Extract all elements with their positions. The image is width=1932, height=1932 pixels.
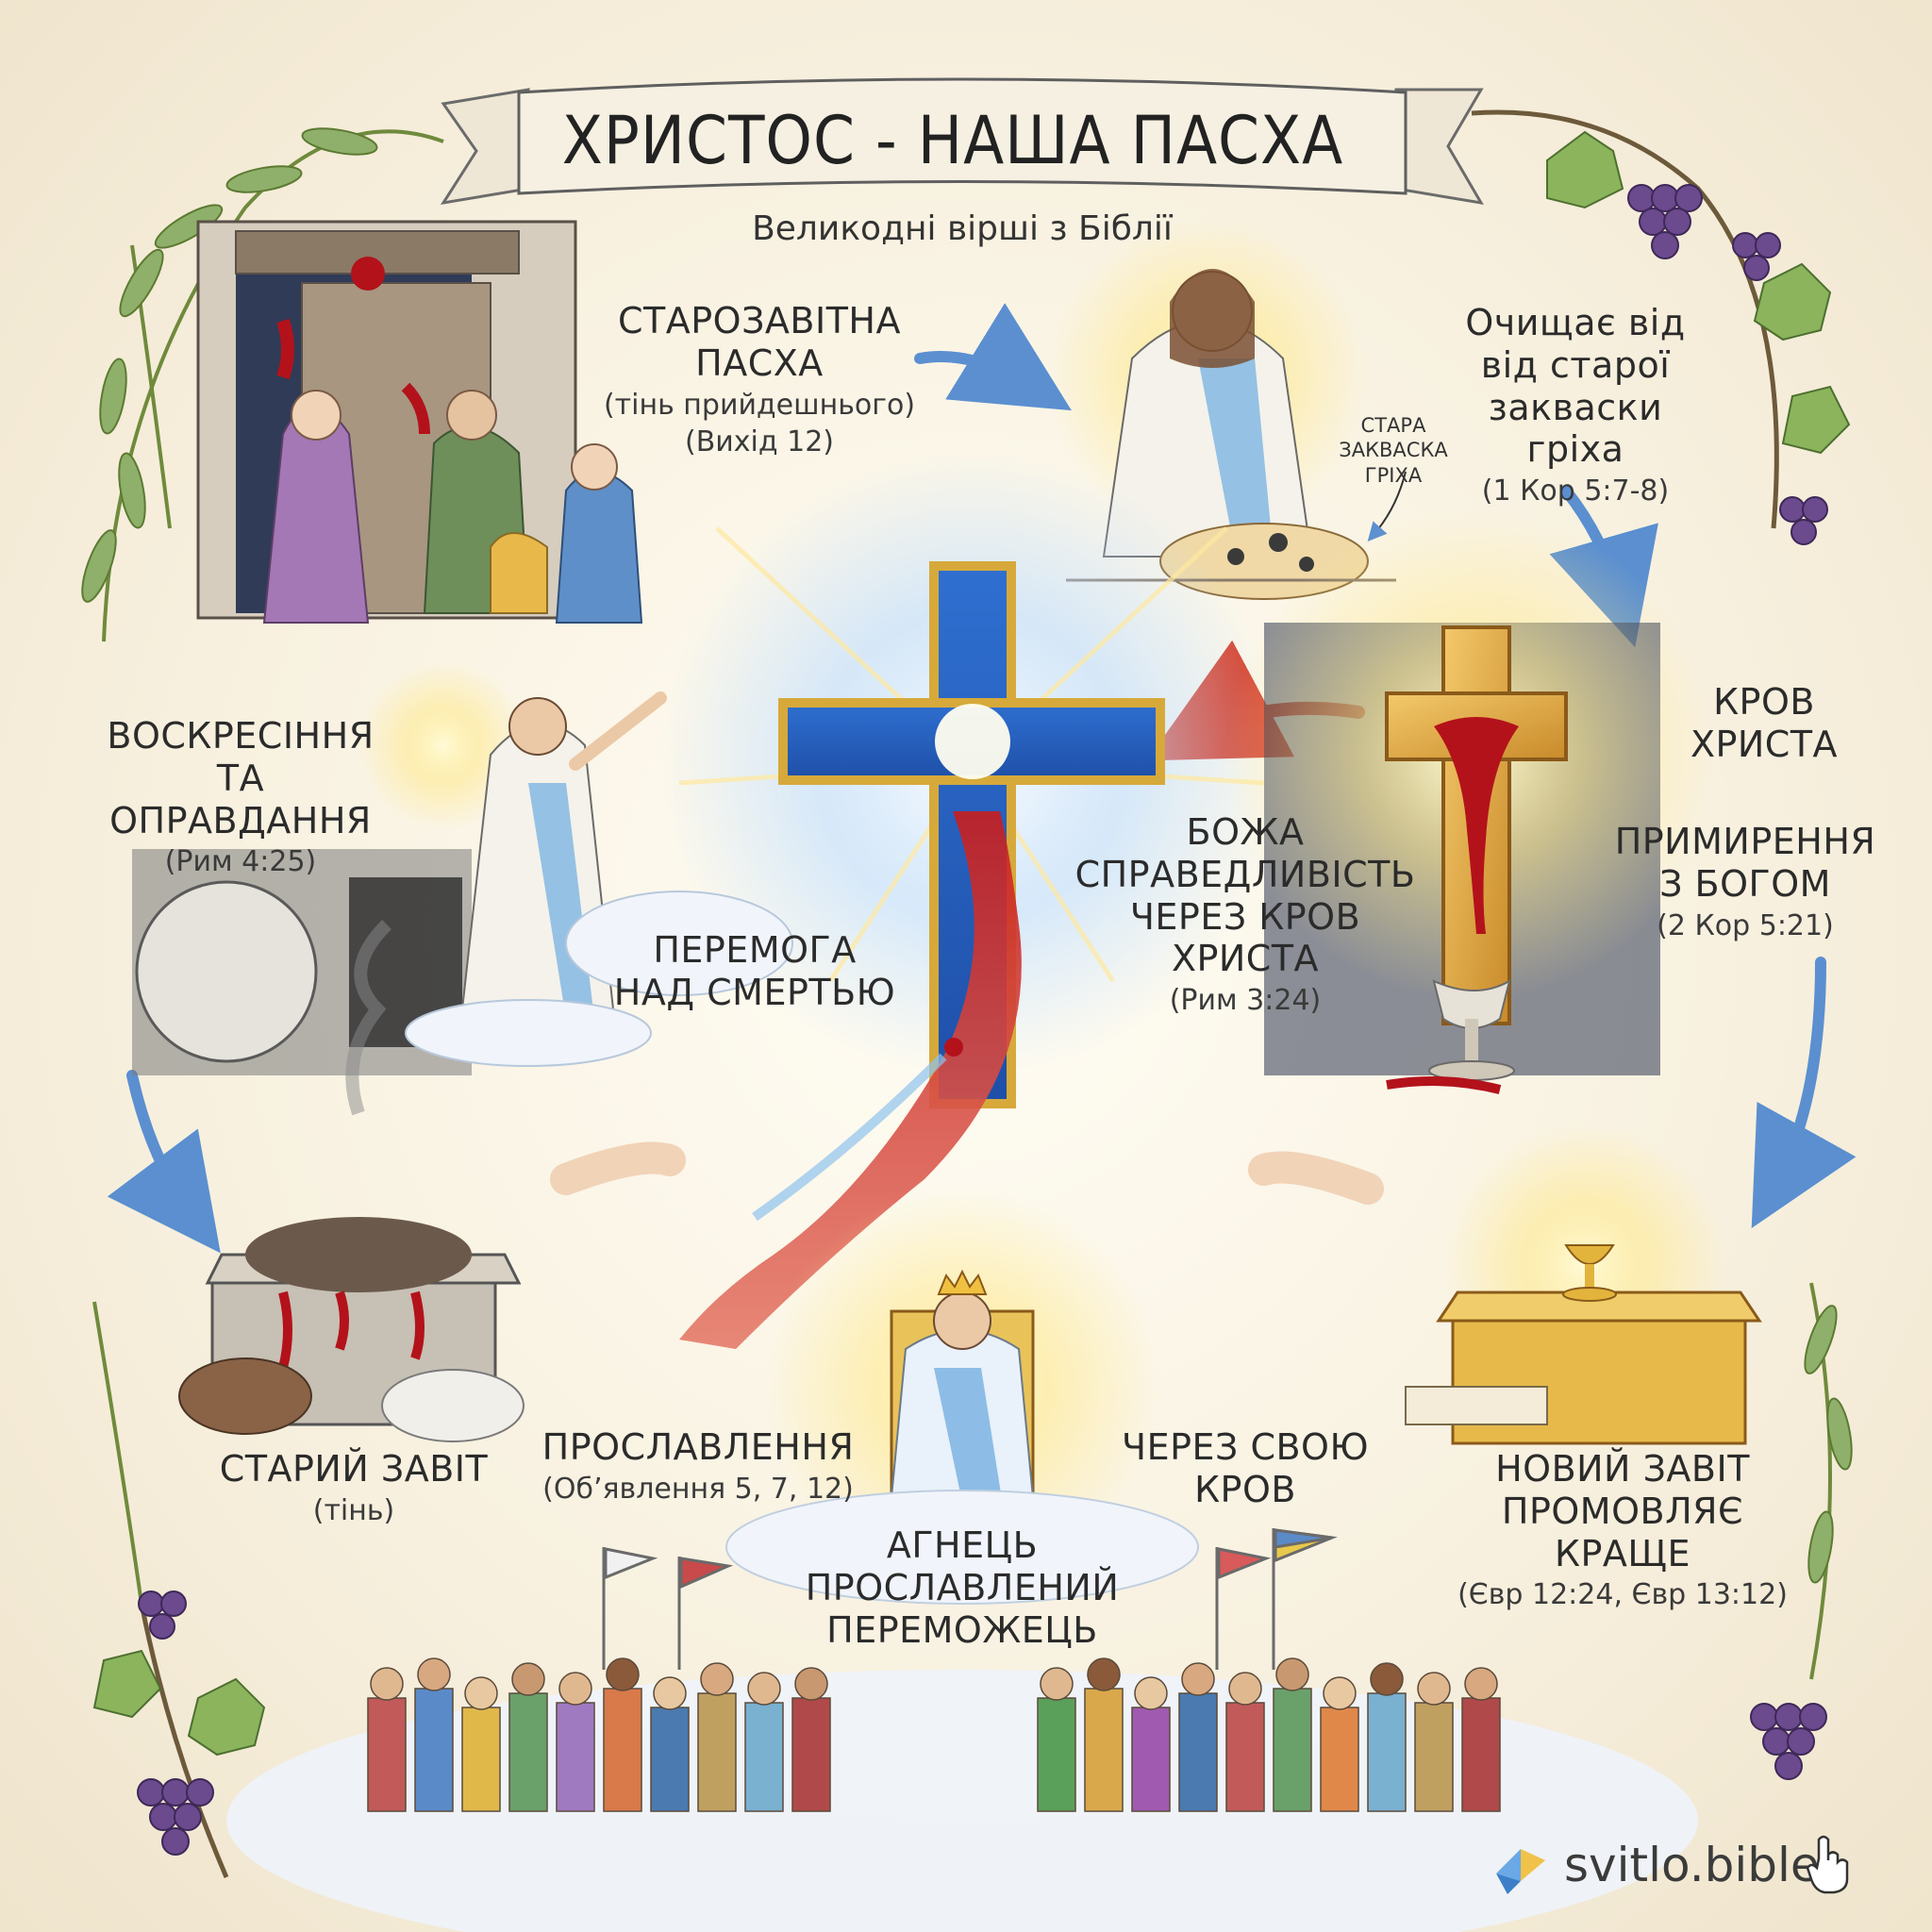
crowd-flags: [602, 1528, 1338, 1670]
label-old-passover-sub2: (Вихід 12): [684, 425, 835, 459]
arrow-resurrection-to-oldcovenant: [107, 1070, 221, 1254]
scene-new-ark: [1248, 1123, 1762, 1445]
scene-jesus-leaven: [1047, 217, 1407, 600]
page-subtitle: Великодні вірші з Біблії: [752, 209, 1173, 248]
label-new-covenant-line1: НОВИЙ ЗАВІТ: [1495, 1448, 1750, 1490]
label-through-blood: ЧЕРЕЗ СВОЮ КРОВ: [1075, 1426, 1415, 1511]
scene-throne: [725, 1189, 1199, 1605]
brand-name[interactable]: svitlo.bible: [1564, 1838, 1820, 1892]
scene-old-altar: [178, 920, 686, 1442]
label-resurrection-line2: ТА ОПРАВДАННЯ: [109, 757, 372, 841]
page-title: ХРИСТОС - НАША ПАСХА: [561, 102, 1344, 179]
label-reconciliation-sub: (2 Кор 5:21): [1657, 908, 1834, 942]
pointer-hand-icon: [1806, 1835, 1849, 1894]
grapevine-bottom-left: [92, 1301, 266, 1878]
label-through-blood-line1: ЧЕРЕЗ СВОЮ КРОВ: [1122, 1426, 1369, 1510]
olive-leaves-top-left: [81, 127, 378, 603]
label-old-covenant-sub: (тінь): [312, 1493, 395, 1527]
arrow-passover-to-cleansing: [914, 303, 1072, 411]
grapevine-top-right: [1471, 109, 1851, 545]
label-blood-of-christ: КРОВ ХРИСТА: [1679, 681, 1849, 766]
label-glorification-line1: ПРОСЛАВЛЕННЯ: [541, 1426, 855, 1468]
label-old-leaven: СТАРА ЗАКВАСКА ГРІХА: [1332, 413, 1455, 488]
label-resurrection-line1: ВОСКРЕСІННЯ: [107, 715, 375, 757]
label-victory-line1: ПЕРЕМОГА: [653, 929, 857, 971]
label-righteousness-line2: СПРАВЕДЛИВІСТЬ: [1074, 853, 1416, 895]
label-blood-line2: ХРИСТА: [1690, 723, 1839, 765]
label-old-passover-line2: ПАСХА: [695, 341, 824, 384]
gold-cross-scene: [1226, 509, 1717, 1094]
label-lamb-line3: ПЕРЕМОЖЕЦЬ: [826, 1608, 1098, 1651]
label-resurrection: ВОСКРЕСІННЯ ТА ОПРАВДАННЯ (Рим 4:25): [94, 715, 387, 879]
label-old-passover-sub1: (тінь прийдешнього): [603, 388, 916, 422]
passover-family: [262, 390, 643, 624]
label-reconciliation: ПРИМИРЕННЯ З БОГОМ (2 Кор 5:21): [1604, 821, 1887, 942]
label-cleansing-line1: Очищає від: [1465, 302, 1686, 343]
label-new-covenant-sub: (Євр 12:24, Євр 13:12): [1457, 1578, 1788, 1612]
label-resurrection-sub: (Рим 4:25): [164, 845, 317, 879]
scene-resurrection: [132, 660, 793, 1075]
label-righteousness: БОЖА СПРАВЕДЛИВІСТЬ ЧЕРЕЗ КРОВ ХРИСТА (Р…: [1061, 811, 1429, 1018]
blood-stream: [679, 811, 1022, 1349]
label-blood-line1: КРОВ: [1713, 681, 1815, 723]
label-righteousness-line3: ЧЕРЕЗ КРОВ ХРИСТА: [1129, 895, 1361, 980]
scene-passover-door: [196, 220, 643, 624]
label-lamb: АГНЕЦЬ ПРОСЛАВЛЕНИЙ ПЕРЕМОЖЕЦЬ: [802, 1524, 1123, 1651]
label-glorification: ПРОСЛАВЛЕННЯ (Об’явлення 5, 7, 12): [538, 1426, 858, 1506]
label-victory-line2: НАД СМЕРТЬЮ: [613, 971, 896, 1013]
label-righteousness-line1: БОЖА: [1186, 811, 1305, 853]
label-old-passover: СТАРОЗАВІТНА ПАСХА (тінь прийдешнього) (…: [585, 300, 934, 458]
label-righteousness-sub: (Рим 3:24): [1169, 984, 1322, 1018]
grapevine-bottom-right: [1750, 1282, 1853, 1780]
label-old-covenant-line1: СТАРИЙ ЗАВІТ: [219, 1448, 489, 1490]
label-old-leaven-line2: ЗАКВАСКА: [1339, 439, 1448, 462]
arrow-reconciliation-to-newcovenant: [1751, 957, 1857, 1228]
label-cleansing-line2: від старої: [1480, 343, 1671, 386]
label-cleansing-sub: (1 Кор 5:7-8): [1481, 475, 1670, 508]
brand-link[interactable]: svitlo.bible: [1489, 1828, 1866, 1904]
label-cleansing-line3: закваски гріха: [1488, 386, 1663, 471]
title-ribbon: [440, 77, 1484, 206]
label-cleansing: Очищає від від старої закваски гріха (1 …: [1434, 302, 1717, 508]
label-old-leaven-line1: СТАРА: [1360, 414, 1426, 437]
label-lamb-line1: АГНЕЦЬ: [886, 1524, 1039, 1566]
label-glorification-sub: (Об’явлення 5, 7, 12): [542, 1472, 854, 1506]
label-old-covenant: СТАРИЙ ЗАВІТ (тінь): [212, 1448, 495, 1527]
label-new-covenant: НОВИЙ ЗАВІТ ПРОМОВЛЯЄ КРАЩЕ (Євр 12:24, …: [1443, 1448, 1802, 1612]
brand-logo-icon: [1496, 1849, 1545, 1894]
label-lamb-line2: ПРОСЛАВЛЕНИЙ: [805, 1566, 1120, 1608]
label-old-leaven-line3: ГРІХА: [1364, 463, 1423, 487]
label-new-covenant-line2: ПРОМОВЛЯЄ КРАЩЕ: [1501, 1490, 1744, 1574]
label-victory: ПЕРЕМОГА НАД СМЕРТЬЮ: [613, 929, 896, 1014]
label-reconciliation-line2: З БОГОМ: [1659, 862, 1831, 905]
label-old-passover-line1: СТАРОЗАВІТНА: [618, 300, 901, 341]
crowd: [226, 1528, 1698, 1932]
label-reconciliation-line1: ПРИМИРЕННЯ: [1614, 821, 1876, 862]
